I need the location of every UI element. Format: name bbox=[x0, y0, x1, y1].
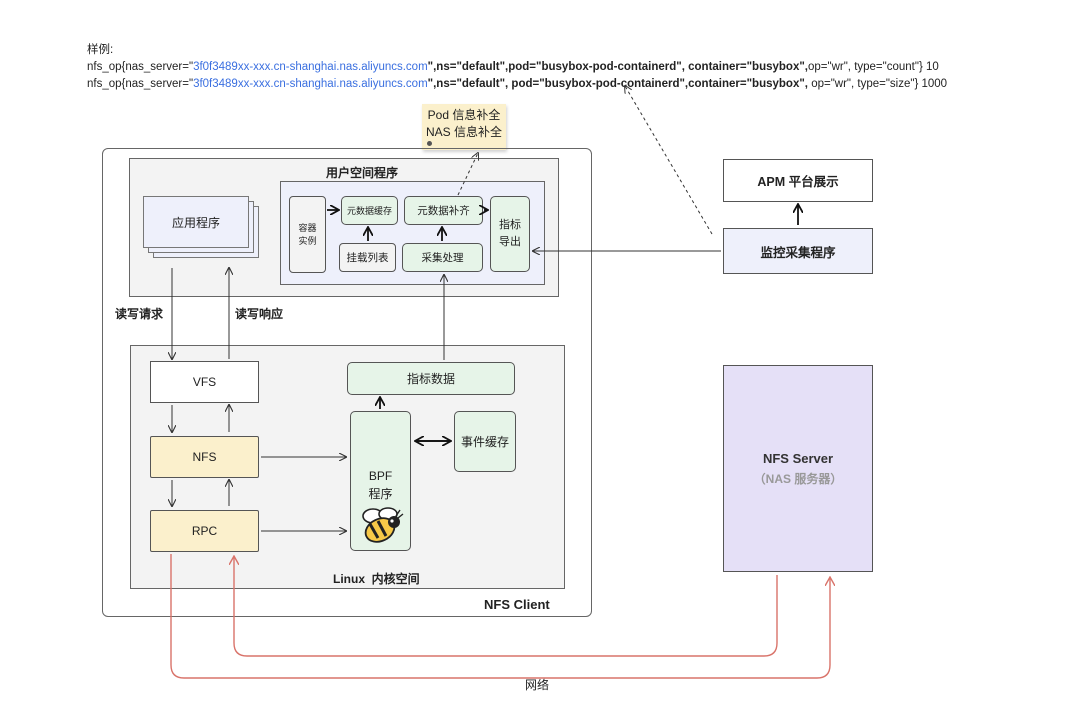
nfs-server-title: NFS Server bbox=[762, 450, 834, 466]
kernel-title: Linux 内核空间 bbox=[333, 572, 420, 586]
bpf-label: BPF 程序 bbox=[368, 469, 393, 501]
metric-data-box: 指标数据 bbox=[347, 362, 515, 395]
sample-line-1-server: 3f0f3489xx-xxx.cn-shanghai.nas.aliyuncs.… bbox=[193, 61, 428, 73]
read-write-request-label: 读写请求 bbox=[115, 307, 164, 321]
sample-title: 样例: bbox=[87, 44, 114, 56]
mount-list-box: 挂载列表 bbox=[339, 243, 396, 272]
sample-line-1: nfs_op{nas_server="3f0f3489xx-xxx.cn-sha… bbox=[87, 59, 939, 76]
vfs-box: VFS bbox=[150, 361, 259, 403]
sample-line-1-mid: ",ns="default",pod="busybox-pod-containe… bbox=[427, 61, 808, 73]
network-label: 网络 bbox=[525, 678, 550, 692]
monitor-box: 监控采集程序 bbox=[723, 228, 873, 274]
container-instance-box: 容器 实例 bbox=[289, 196, 326, 273]
app-box: 应用程序 bbox=[143, 196, 249, 248]
nfs-server-box: NFS Server （NAS 服务器） bbox=[723, 365, 873, 572]
nfs-box: NFS bbox=[150, 436, 259, 478]
sample-line-2-mid: ",ns="default", pod="busybox-pod-contain… bbox=[427, 78, 808, 90]
bee-icon bbox=[362, 507, 404, 543]
nfs-server-subtitle: （NAS 服务器） bbox=[753, 471, 843, 486]
meta-complete-box: 元数据补齐 bbox=[404, 196, 483, 225]
sample-line-2-suffix: op="wr", type="size"} 1000 bbox=[808, 78, 948, 90]
apm-box: APM 平台展示 bbox=[723, 159, 873, 202]
meta-cache-box: 元数据缓存 bbox=[341, 196, 398, 225]
note-line-1: Pod 信息补全 bbox=[427, 108, 501, 122]
metric-export-box: 指标 导出 bbox=[490, 196, 530, 272]
nfs-client-title: NFS Client bbox=[484, 597, 550, 612]
rpc-box: RPC bbox=[150, 510, 259, 552]
note-avatar-icon bbox=[427, 141, 432, 146]
sticky-note: Pod 信息补全 NAS 信息补全 bbox=[422, 104, 506, 150]
read-write-response-label: 读写响应 bbox=[235, 307, 284, 321]
sample-line-2-server: 3f0f3489xx-xxx.cn-shanghai.nas.aliyuncs.… bbox=[193, 78, 428, 90]
sample-line-2: nfs_op{nas_server="3f0f3489xx-xxx.cn-sha… bbox=[87, 76, 947, 93]
collect-box: 采集处理 bbox=[402, 243, 483, 272]
sample-line-1-suffix: op="wr", type="count"} 10 bbox=[808, 61, 939, 73]
note-line-2: NAS 信息补全 bbox=[425, 125, 502, 139]
event-cache-box: 事件缓存 bbox=[454, 411, 516, 472]
user-space-title: 用户空间程序 bbox=[326, 166, 399, 180]
sample-line-1-prefix: nfs_op{nas_server=" bbox=[87, 61, 194, 73]
sample-line-2-prefix: nfs_op{nas_server=" bbox=[87, 78, 194, 90]
